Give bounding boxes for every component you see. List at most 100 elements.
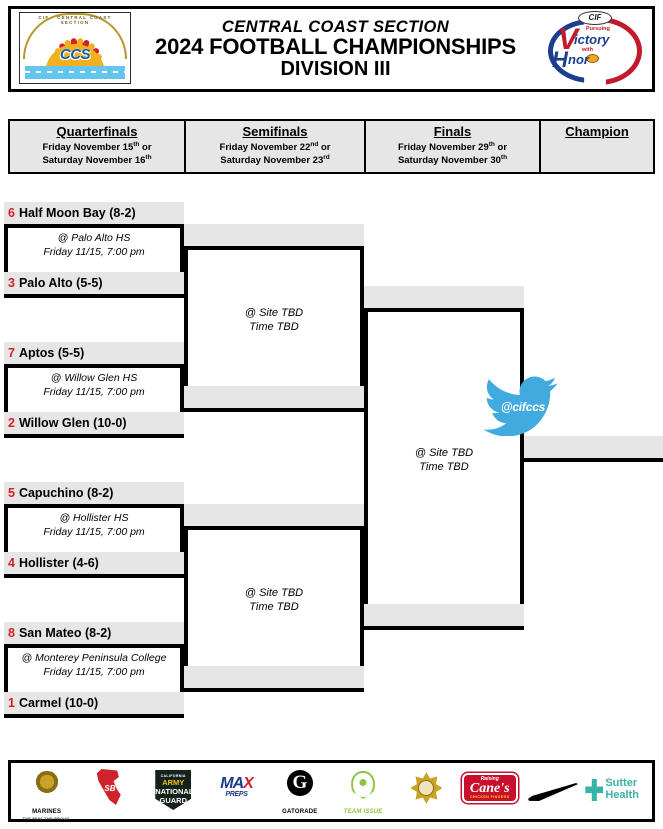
round-date-line2: Saturday November 23 (220, 155, 324, 167)
sponsor-maxpreps[interactable]: MAX PREPS (207, 767, 267, 815)
title-banner: CIF · CENTRAL COAST SECTION CCS CENTRAL … (8, 6, 655, 92)
sponsor-label: TEAM ISSUE (343, 809, 383, 815)
game-info-sf1: @ Site TBD Time TBD (184, 306, 364, 335)
team-name: San Mateo (18, 626, 82, 640)
round-title: Quarterfinals (56, 124, 138, 139)
sponsor-mark: SB (104, 784, 116, 793)
round-date-sup2: rd (323, 154, 330, 162)
team-name: Willow Glen (18, 416, 90, 430)
game-info-qf2: @ Willow Glen HS Friday 11/15, 7:00 pm (4, 372, 184, 399)
sponsor-raising-canes[interactable]: Raising Cane's CHICKEN FINGERS (460, 767, 520, 815)
round-dates: Friday November 22nd or Saturday Novembe… (186, 141, 364, 167)
team-slot-qf4-bottom[interactable]: 1 Carmel (10-0) (4, 692, 184, 714)
team-slot-qf1-top[interactable]: 6 Half Moon Bay (8-2) (4, 202, 184, 224)
sponsor-team-issue[interactable]: TEAM ISSUE (333, 767, 393, 815)
team-slot-qf2-bottom[interactable]: 2 Willow Glen (10-0) (4, 412, 184, 434)
seed-number: 2 (8, 416, 15, 430)
team-slot-qf1-bottom[interactable]: 3 Palo Alto (5-5) (4, 272, 184, 294)
seed-number: 7 (8, 346, 15, 360)
maxpreps-max: MA (220, 775, 244, 792)
team-issue-shield-icon (351, 771, 376, 799)
round-date-sup1: th (133, 141, 140, 148)
team-slot-final-top[interactable] (364, 286, 524, 308)
ccs-arc-text: CIF · CENTRAL COAST SECTION (38, 15, 112, 25)
sutter-line1: Sutter (605, 777, 638, 789)
round-date-or: or (318, 142, 331, 154)
team-name: Hollister (18, 556, 69, 570)
team-slot-sf2-top[interactable] (184, 504, 364, 526)
matchbox-final (364, 308, 524, 630)
guard-shield-icon: CALIFORNIA ARMY NATIONAL GUARD (155, 770, 194, 810)
game-site: @ Hollister HS (59, 512, 129, 524)
sponsor-marines[interactable]: MARINES THE FEW. THE PROUD. (17, 767, 77, 821)
nike-swoosh-icon (528, 783, 579, 801)
round-title: Semifinals (242, 124, 308, 139)
game-info-sf2: @ Site TBD Time TBD (184, 586, 364, 615)
game-site: @ Willow Glen HS (50, 372, 138, 384)
team-record: (10-0) (93, 416, 127, 430)
game-time: Time TBD (419, 461, 469, 474)
letter-h: H (552, 47, 568, 72)
sutter-cross-icon (585, 779, 604, 801)
sponsor-sheriff-badge[interactable] (396, 767, 456, 815)
twitter-handle-badge[interactable]: @cifccs (484, 374, 558, 436)
game-info-final: @ Site TBD Time TBD (364, 446, 524, 475)
team-slot-qf4-top[interactable]: 8 San Mateo (8-2) (4, 622, 184, 644)
sponsor-sutter-health[interactable]: Sutter Health (585, 767, 646, 815)
matchbox-qf4 (4, 644, 184, 718)
round-date-line2: Saturday November 30 (397, 155, 501, 167)
team-slot-qf2-top[interactable]: 7 Aptos (5-5) (4, 342, 184, 364)
gatorade-bolt-icon: G (286, 770, 313, 796)
matchbox-sf1 (184, 246, 364, 412)
game-time: Friday 11/15, 7:00 pm (43, 245, 145, 258)
canes-name: Cane's (469, 781, 510, 796)
team-slot-final-bottom[interactable] (364, 604, 524, 626)
game-site: @ Site TBD (414, 447, 474, 459)
game-site: @ Site TBD (244, 587, 304, 599)
twitter-bird-icon (484, 376, 558, 436)
round-date-sup1: nd (310, 141, 319, 148)
cif-pursuing-victory-with-honor-logo: CIF V Pursuing ictory H with nor (536, 9, 646, 89)
title-section: CENTRAL COAST SECTION (221, 17, 450, 36)
game-site: @ Palo Alto HS (57, 232, 131, 244)
team-slot-sf2-bottom[interactable] (184, 666, 364, 688)
team-record: (8-2) (84, 626, 112, 640)
game-site: @ Site TBD (244, 307, 304, 319)
round-headers: Quarterfinals Friday November 15th or Sa… (8, 119, 655, 174)
canes-raising: Raising (480, 776, 499, 782)
team-slot-sf1-top[interactable] (184, 224, 364, 246)
round-header-champion: Champion (541, 121, 653, 172)
sutter-line2: Health (605, 789, 639, 801)
guard-line3: NATIONAL (155, 787, 194, 796)
maxpreps-wordmark: MAX (220, 775, 254, 792)
team-slot-qf3-top[interactable]: 5 Capuchino (8-2) (4, 482, 184, 504)
champion-underline (524, 458, 663, 462)
team-slot-champion[interactable] (524, 436, 663, 458)
sponsor-label: MARINES (32, 809, 62, 815)
seed-number: 1 (8, 696, 15, 710)
with-text: with (582, 47, 593, 53)
badge-center-icon (418, 780, 435, 796)
team-slot-qf3-bottom[interactable]: 4 Hollister (4-6) (4, 552, 184, 574)
team-name: Aptos (18, 346, 55, 360)
canes-tagline: CHICKEN FINGERS (470, 795, 510, 799)
guard-line4: GUARD (159, 796, 187, 805)
sponsor-california-state[interactable]: SB (80, 767, 140, 815)
ccs-logo-text: CCS (59, 46, 91, 63)
matchbox-qf3 (4, 504, 184, 578)
sponsor-gatorade[interactable]: G GATORADE (270, 767, 330, 815)
guard-line1: CALIFORNIA (160, 774, 186, 778)
sponsor-army-national-guard[interactable]: CALIFORNIA ARMY NATIONAL GUARD (143, 767, 203, 815)
team-name: Capuchino (18, 486, 84, 500)
raising-canes-logo-icon: Raising Cane's CHICKEN FINGERS (461, 773, 518, 803)
game-time: Friday 11/15, 7:00 pm (43, 385, 145, 398)
game-info-qf3: @ Hollister HS Friday 11/15, 7:00 pm (4, 512, 184, 539)
maxpreps-x: X (243, 775, 254, 792)
sponsor-nike[interactable] (523, 767, 583, 815)
team-record: (8-2) (87, 486, 114, 500)
team-record: (8-2) (109, 206, 136, 220)
team-slot-sf1-bottom[interactable] (184, 386, 364, 408)
pursuing-text: Pursuing (586, 26, 610, 32)
gofan-logo[interactable]: G⇒FAN DIGITAL DOOKLE TICKETS (477, 826, 587, 829)
